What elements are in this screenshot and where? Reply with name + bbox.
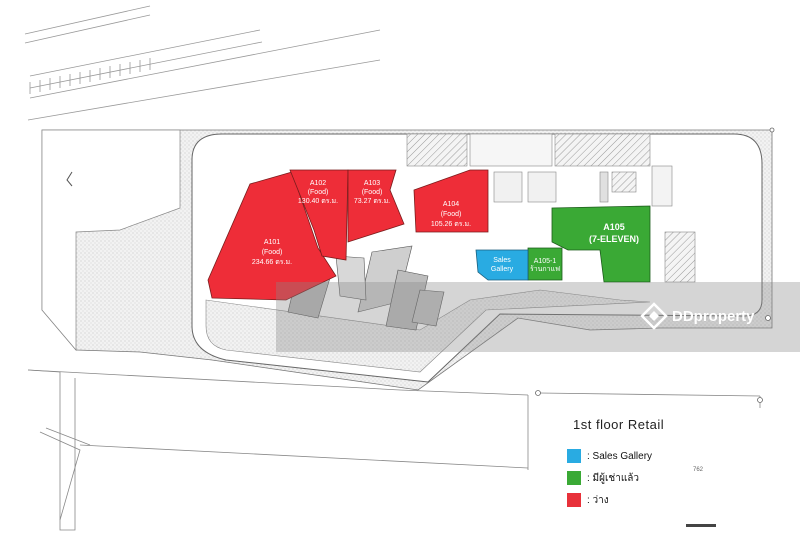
legend-item-sales: : Sales Gallery: [567, 449, 652, 463]
a103-label: A103 (Food) 73.27 ตร.ม.: [354, 180, 390, 205]
stairs: [287, 245, 445, 331]
sales-line2: Gallery: [491, 266, 514, 273]
a101-id: A101: [264, 239, 280, 246]
legend-swatch-sales: [567, 449, 581, 463]
a101-area: 234.66 ตร.ม.: [252, 259, 292, 266]
a105-1-id: A105-1: [534, 258, 557, 265]
a104-label: A104 (Food) 105.26 ตร.ม.: [431, 201, 471, 228]
neighbour-lot: [41, 129, 181, 351]
unit-sales-gallery: [475, 249, 529, 281]
legend-item-rented: : มีผู้เช่าแล้ว: [567, 471, 652, 485]
a102-id: A102: [310, 180, 326, 187]
a105-use: (7-ELEVEN): [589, 234, 639, 244]
watermark-text: DDproperty: [672, 307, 755, 325]
a103-use: (Food): [362, 189, 383, 196]
legend-swatch-rented: [567, 471, 581, 485]
legend-swatch-vacant: [567, 493, 581, 507]
a105-1-use: ร้านกาแฟ: [530, 265, 560, 273]
a102-area: 130.40 ตร.ม.: [298, 198, 338, 205]
service-blocks: [406, 133, 696, 283]
a102-use: (Food): [308, 189, 329, 196]
scale-bar: [686, 524, 716, 527]
a102-label: A102 (Food) 130.40 ตร.ม.: [298, 180, 338, 205]
legend-label-rented: : มีผู้เช่าแล้ว: [587, 472, 640, 484]
a103-id: A103: [364, 180, 380, 187]
unit-a103: [347, 169, 405, 243]
landscape-strip: [205, 289, 651, 373]
a101-label: A101 (Food) 234.66 ตร.ม.: [252, 239, 292, 266]
a104-id: A104: [443, 201, 459, 208]
a101-use: (Food): [262, 249, 283, 256]
ddproperty-logo-icon: [640, 302, 668, 330]
a105-id: A105: [603, 222, 625, 232]
survey-point: [765, 315, 771, 321]
unit-a102: [289, 169, 349, 261]
a104-use: (Food): [441, 211, 462, 218]
survey-point: [769, 127, 775, 133]
vacant-units: [207, 169, 489, 301]
unit-a101: [207, 171, 337, 301]
a105-label: A105 (7-ELEVEN): [589, 222, 639, 244]
sales-line1: Sales: [493, 257, 511, 264]
unit-a104: [413, 169, 489, 233]
unit-a105: [551, 205, 651, 283]
road-lines: [24, 5, 381, 121]
a104-area: 105.26 ตร.ม.: [431, 221, 471, 228]
watermark: DDproperty: [640, 302, 755, 330]
legend-item-vacant: : ว่าง: [567, 493, 652, 507]
a103-area: 73.27 ตร.ม.: [354, 198, 390, 205]
legend: : Sales Gallery : มีผู้เช่าแล้ว : ว่าง: [567, 449, 652, 515]
legend-label-sales: : Sales Gallery: [587, 450, 653, 462]
plan-title: 1st floor Retail: [573, 417, 665, 432]
survey-point: [757, 397, 763, 403]
level-label: 762: [693, 467, 704, 473]
lower-road-lines: [27, 369, 761, 531]
legend-label-vacant: : ว่าง: [587, 494, 609, 506]
watermark-band: [276, 282, 800, 352]
survey-point: [535, 390, 541, 396]
neighbour-mark: [66, 171, 73, 187]
